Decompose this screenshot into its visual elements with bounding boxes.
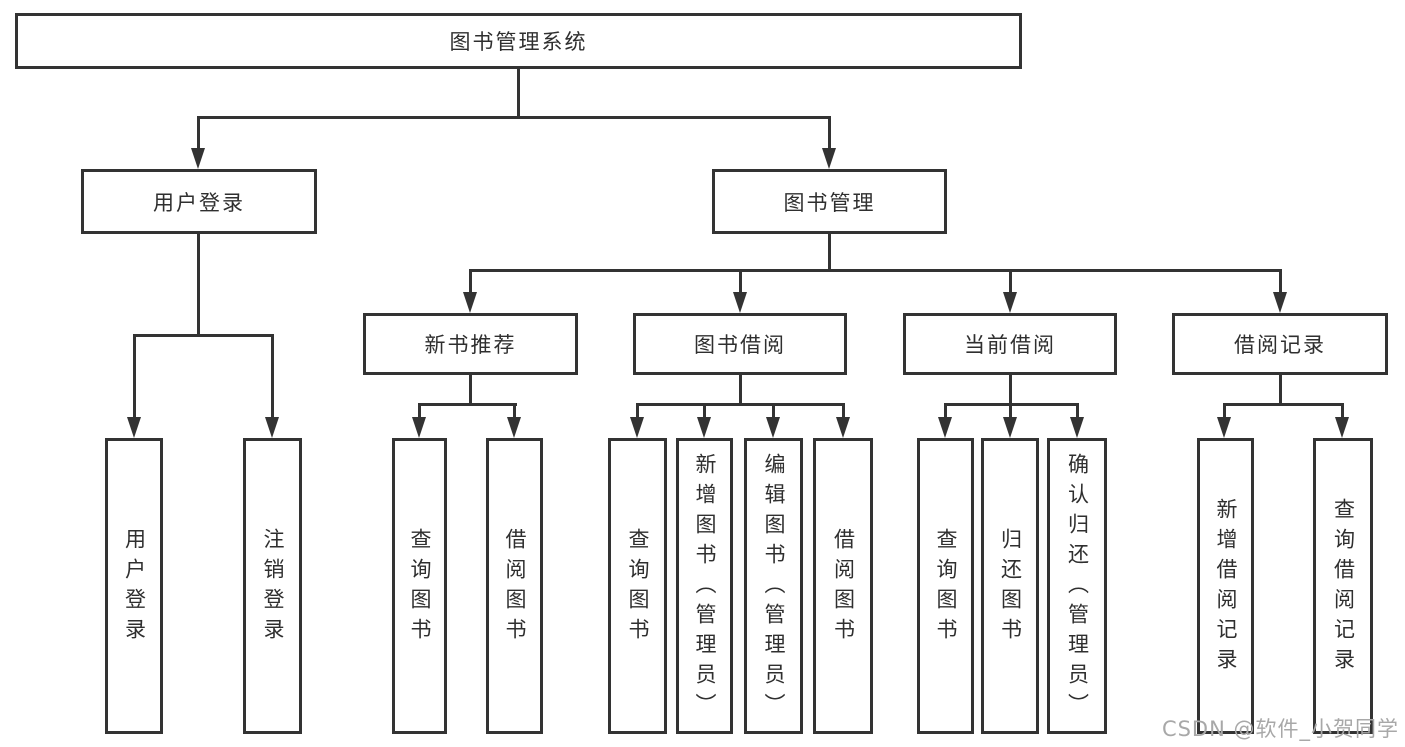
connector-line: [271, 334, 274, 418]
connector-line: [739, 269, 742, 293]
arrow-down-icon: [822, 148, 836, 169]
connector-line: [944, 403, 947, 418]
arrow-down-icon: [697, 417, 711, 438]
connector-line: [197, 116, 831, 119]
arrow-down-icon: [1070, 417, 1084, 438]
connector-line: [842, 403, 845, 418]
leaf-add-book-admin: 新增图书（管理员）: [676, 438, 733, 734]
node-library-system: 图书管理系统: [15, 13, 1022, 69]
leaf-query-books-current: 查询图书: [917, 438, 974, 734]
connector-line: [513, 403, 516, 418]
leaf-query-books-recommend: 查询图书: [392, 438, 447, 734]
leaf-borrow-books-borrowing: 借阅图书: [813, 438, 873, 734]
leaf-query-borrow-record: 查询借阅记录: [1313, 438, 1373, 734]
node-borrow-records: 借阅记录: [1172, 313, 1388, 375]
connector-line: [636, 403, 639, 418]
leaf-user-login: 用户登录: [105, 438, 163, 734]
arrow-down-icon: [733, 292, 747, 313]
connector-line: [197, 116, 200, 150]
node-book-borrowing: 图书借阅: [633, 313, 847, 375]
leaf-return-book: 归还图书: [981, 438, 1039, 734]
arrow-down-icon: [1335, 417, 1349, 438]
connector-line: [133, 334, 274, 337]
node-new-book-recommend: 新书推荐: [363, 313, 578, 375]
node-book-management: 图书管理: [712, 169, 947, 234]
connector-line: [469, 269, 472, 293]
connector-line: [1341, 403, 1344, 418]
connector-line: [418, 403, 517, 406]
node-user-login: 用户登录: [81, 169, 317, 234]
connector-line: [1009, 375, 1012, 406]
connector-line: [1076, 403, 1079, 418]
arrow-down-icon: [1217, 417, 1231, 438]
connector-line: [1279, 375, 1282, 406]
arrow-down-icon: [1273, 292, 1287, 313]
arrow-down-icon: [463, 292, 477, 313]
arrow-down-icon: [836, 417, 850, 438]
arrow-down-icon: [127, 417, 141, 438]
leaf-confirm-return-admin: 确认归还（管理员）: [1047, 438, 1107, 734]
connector-line: [418, 403, 421, 418]
connector-line: [1009, 403, 1012, 418]
arrow-down-icon: [412, 417, 426, 438]
connector-line: [703, 403, 706, 418]
arrow-down-icon: [507, 417, 521, 438]
connector-line: [1223, 403, 1226, 418]
connector-line: [1009, 269, 1012, 293]
arrow-down-icon: [265, 417, 279, 438]
connector-line: [636, 403, 845, 406]
leaf-edit-book-admin: 编辑图书（管理员）: [744, 438, 803, 734]
connector-line: [517, 69, 520, 119]
node-current-borrowing: 当前借阅: [903, 313, 1117, 375]
connector-line: [772, 403, 775, 418]
leaf-logout: 注销登录: [243, 438, 302, 734]
connector-line: [469, 269, 1282, 272]
leaf-add-borrow-record: 新增借阅记录: [1197, 438, 1254, 734]
arrow-down-icon: [630, 417, 644, 438]
arrow-down-icon: [766, 417, 780, 438]
leaf-query-books-borrowing: 查询图书: [608, 438, 667, 734]
arrow-down-icon: [938, 417, 952, 438]
arrow-down-icon: [191, 148, 205, 169]
connector-line: [1223, 403, 1344, 406]
connector-line: [197, 234, 200, 336]
connector-line: [1279, 269, 1282, 293]
connector-line: [828, 116, 831, 150]
connector-line: [739, 375, 742, 406]
arrow-down-icon: [1003, 292, 1017, 313]
connector-line: [828, 234, 831, 272]
leaf-borrow-books-recommend: 借阅图书: [486, 438, 543, 734]
connector-line: [133, 334, 136, 418]
arrow-down-icon: [1003, 417, 1017, 438]
connector-line: [469, 375, 472, 406]
watermark: CSDN @软件_小贺同学: [1161, 717, 1399, 741]
